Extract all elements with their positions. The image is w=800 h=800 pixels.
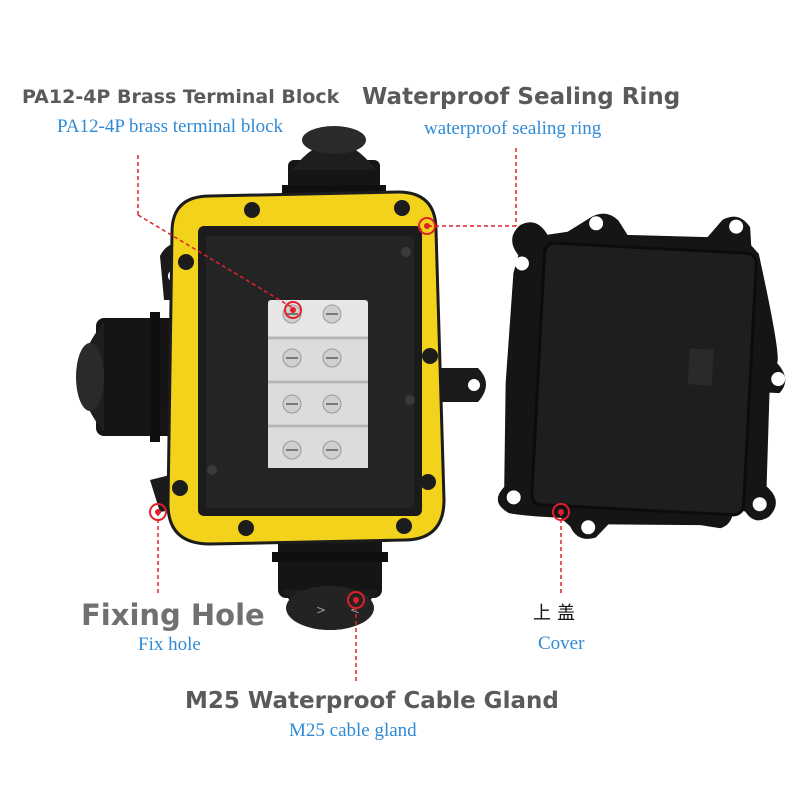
cover <box>497 213 786 539</box>
callout-cable-gland <box>347 591 365 684</box>
cover-subtitle: Cover <box>538 633 585 654</box>
cable-gland-subtitle: M25 cable gland <box>289 720 417 741</box>
terminal-block <box>268 300 368 468</box>
fixing-hole <box>468 379 480 391</box>
svg-text:<: < <box>350 603 360 617</box>
callout-terminal-block <box>137 155 302 319</box>
terminal-block-title: PA12-4P Brass Terminal Block <box>22 86 340 108</box>
callout-sealing-ring <box>418 148 517 235</box>
junction-box: > < <box>76 126 486 630</box>
cover-title-cn: 上盖 <box>533 603 581 624</box>
terminal-block-subtitle: PA12-4P brass terminal block <box>57 116 284 137</box>
fixing-hole-title: Fixing Hole <box>81 598 265 632</box>
fixing-hole-subtitle: Fix hole <box>138 634 201 655</box>
left-cable-gland <box>76 312 188 442</box>
sealing-ring-subtitle: waterproof sealing ring <box>424 118 602 139</box>
callout-cover <box>552 503 570 596</box>
callout-fixing-hole <box>149 503 167 596</box>
cable-gland-title: M25 Waterproof Cable Gland <box>185 688 559 714</box>
sealing-ring-title: Waterproof Sealing Ring <box>362 84 681 110</box>
svg-text:>: > <box>316 603 326 617</box>
